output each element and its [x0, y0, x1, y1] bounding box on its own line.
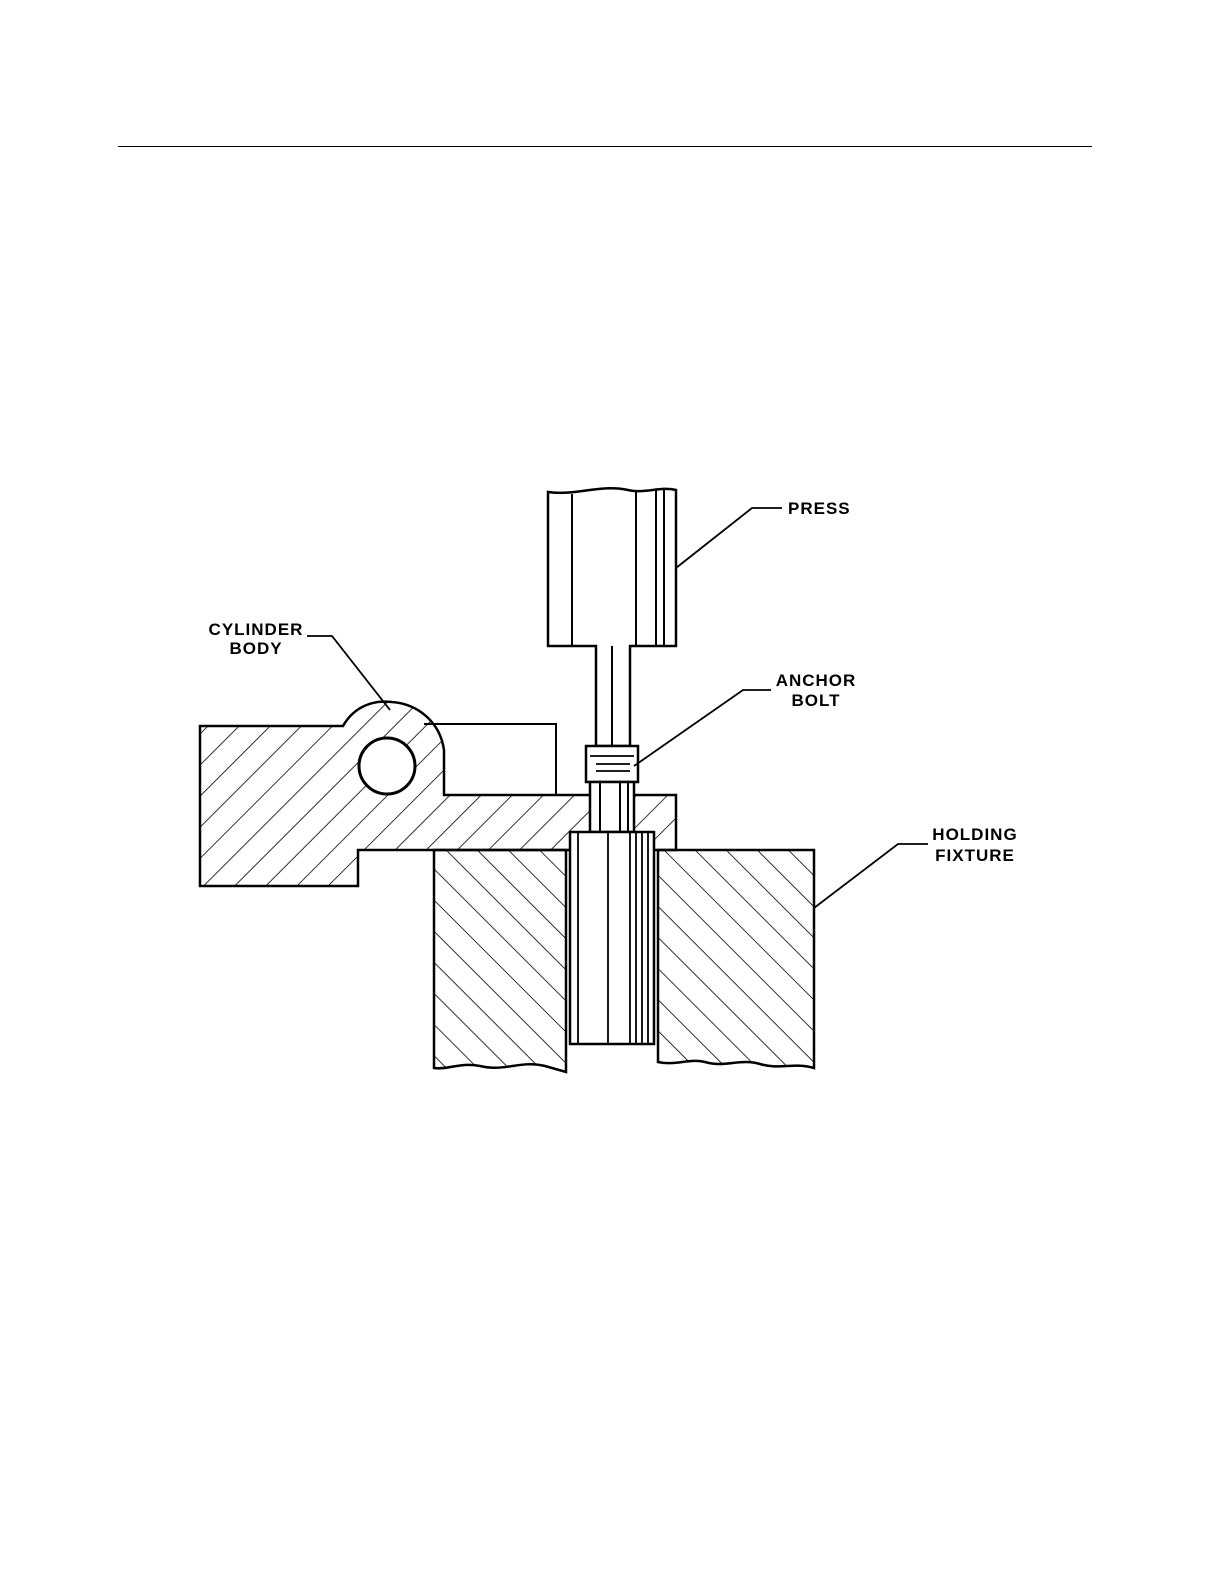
label-holding-fixture-line2: FIXTURE — [935, 846, 1015, 865]
cylinder-body-leader — [307, 636, 390, 710]
cylinder-bore-hole — [359, 738, 415, 794]
label-cylinder-body-line1: CYLINDER — [209, 620, 304, 639]
holding-fixture-leader — [814, 844, 928, 908]
label-holding-fixture-line1: HOLDING — [932, 825, 1017, 844]
press-leader — [676, 508, 782, 568]
holding-fixture-right-block — [658, 850, 814, 1068]
label-anchor-bolt-line1: ANCHOR — [776, 671, 857, 690]
label-anchor-bolt-line2: BOLT — [791, 691, 840, 710]
label-press: PRESS — [788, 499, 851, 518]
holding-fixture-left-block — [434, 850, 566, 1072]
anchor-bolt-leader — [634, 690, 771, 766]
label-cylinder-body-line2: BODY — [229, 639, 282, 658]
